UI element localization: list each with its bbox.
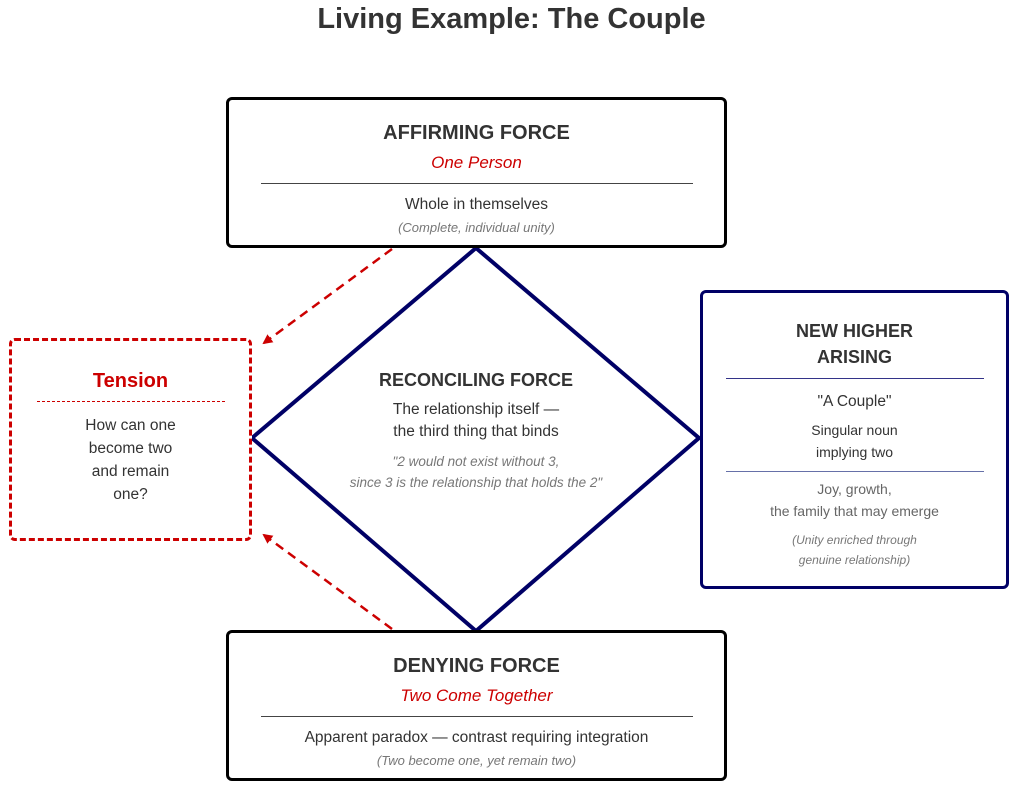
arising-outcome-line: the family that may emerge (770, 503, 939, 519)
reconciling-description: The relationship itself — the third thin… (300, 399, 652, 443)
arising-title: NEW HIGHER ARISING (703, 318, 1006, 370)
reconciling-force-content: RECONCILING FORCE The relationship itsel… (300, 370, 652, 493)
denying-description: Apparent paradox — contrast requiring in… (304, 729, 649, 746)
affirming-to-tension-arrow (262, 247, 393, 345)
arising-name: "A Couple" (817, 393, 892, 410)
affirming-note: (Complete, individual unity) (398, 220, 555, 235)
affirming-subtitle: One Person (431, 153, 522, 172)
denying-note: (Two become one, yet remain two) (376, 753, 577, 768)
affirming-force-box: AFFIRMING FORCE One Person Whole in them… (226, 97, 727, 248)
affirming-divider (260, 183, 693, 184)
new-higher-arising-box: NEW HIGHER ARISING "A Couple" Singular n… (700, 290, 1009, 589)
reconciling-title: RECONCILING FORCE (378, 370, 573, 390)
arising-note: (Unity enriched through genuine relation… (703, 530, 1006, 570)
reconciling-quote-line: "2 would not exist without 3, (392, 454, 560, 469)
arising-title-line: ARISING (816, 347, 892, 367)
tension-question: How can one become two and remain one? (61, 414, 201, 506)
denying-title: DENYING FORCE (393, 655, 560, 677)
reconciling-quote: "2 would not exist without 3, since 3 is… (300, 451, 652, 493)
denying-to-tension-arrow (262, 533, 393, 631)
arising-title-line: NEW HIGHER (796, 321, 913, 341)
arising-divider-top (725, 378, 984, 379)
tension-line: one? (113, 486, 148, 503)
diagram-title: Living Example: The Couple (317, 3, 706, 35)
reconciling-description-line: the third thing that binds (393, 423, 559, 440)
tension-box: Tension How can one become two and remai… (9, 338, 252, 541)
arising-divider-bottom (725, 471, 984, 472)
denying-force-box: DENYING FORCE Two Come Together Apparent… (226, 630, 727, 781)
denying-subtitle: Two Come Together (400, 686, 553, 705)
arising-description-line: Singular noun (811, 422, 898, 438)
arising-note-line: genuine relationship) (798, 553, 911, 567)
arising-description-line: implying two (815, 444, 894, 460)
tension-title: Tension (92, 370, 169, 392)
tension-line: become two (88, 440, 173, 457)
tension-divider (36, 401, 225, 402)
tension-line: and remain (91, 463, 170, 480)
arising-note-line: (Unity enriched through (792, 533, 917, 547)
arising-outcome-line: Joy, growth, (817, 481, 892, 497)
reconciling-description-line: The relationship itself — (392, 401, 560, 418)
arising-description: Singular noun implying two (703, 419, 1006, 463)
tension-line: How can one (85, 417, 176, 434)
affirming-title: AFFIRMING FORCE (383, 122, 570, 144)
denying-divider (260, 716, 693, 717)
arising-outcome: Joy, growth, the family that may emerge (703, 478, 1006, 522)
affirming-description: Whole in themselves (404, 196, 548, 213)
reconciling-quote-line: since 3 is the relationship that holds t… (349, 475, 603, 490)
